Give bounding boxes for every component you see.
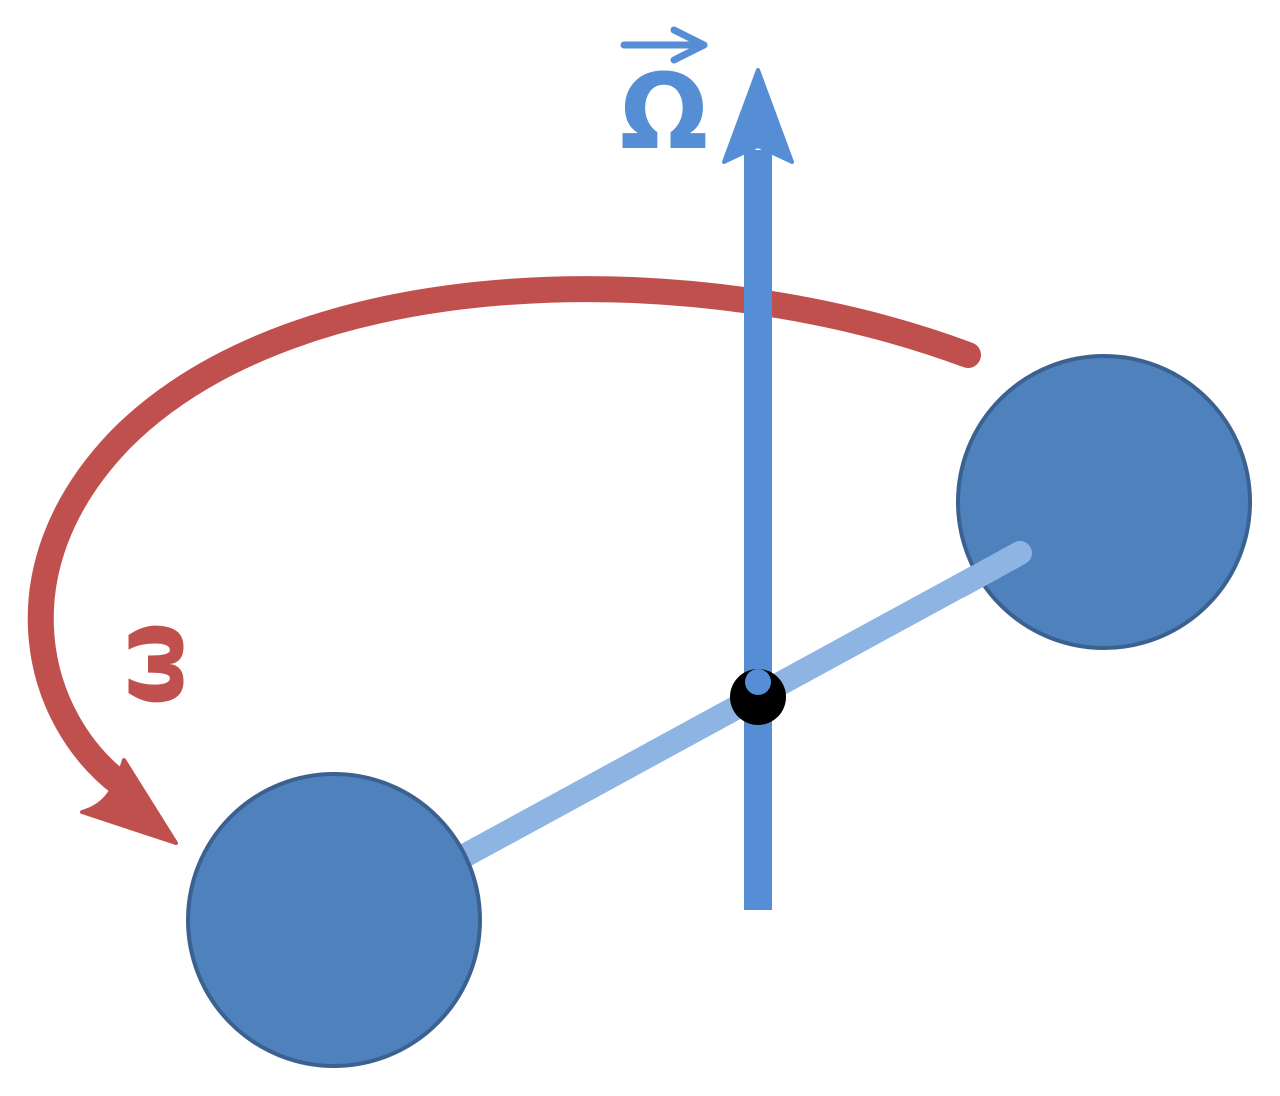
rotation-arc [27,276,981,798]
angular-velocity-label: Ω [620,51,708,173]
connecting-rod [408,541,1032,892]
arrow-up-icon [722,68,794,164]
axis-end-cap [745,669,771,695]
mass-right [956,354,1252,650]
curved-arrow-icon [80,758,178,845]
rotation-label: ω [92,621,206,706]
right-arrow-icon [620,26,708,64]
mass-left [186,772,482,1068]
pivot-point [730,669,786,725]
rod-over-right-mass [948,541,1032,598]
